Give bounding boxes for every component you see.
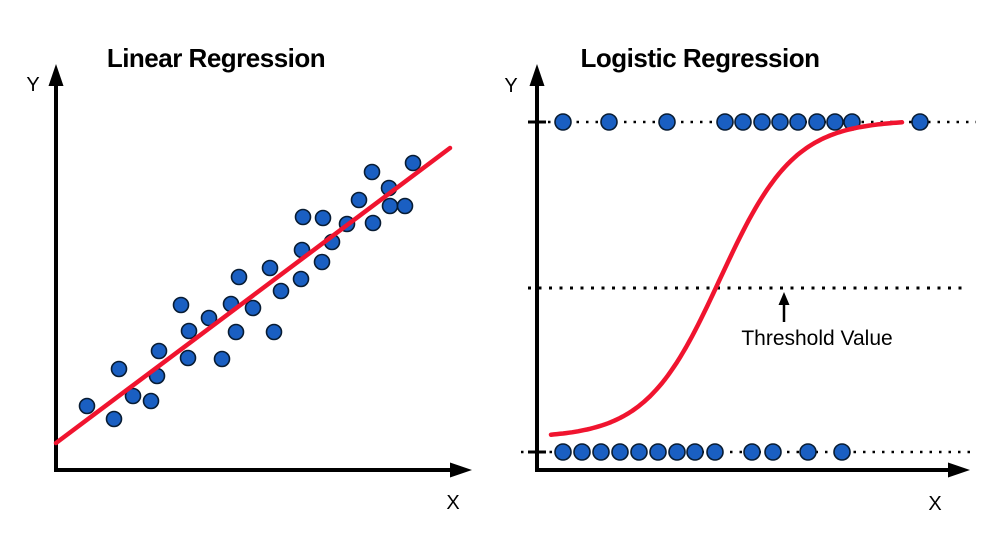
threshold-value-label: Threshold Value <box>741 327 892 350</box>
linear-plot-area <box>48 64 472 478</box>
linear-regression-panel: Linear Regression Y X <box>26 43 472 514</box>
linear-y-axis-label: Y <box>26 74 39 96</box>
logistic-y-axis-label: Y <box>504 75 517 97</box>
logistic-plot-area <box>521 64 976 478</box>
linear-x-axis-label: X <box>446 492 459 514</box>
logistic-regression-panel: Logistic Regression Y X Threshold Value <box>504 43 976 515</box>
logistic-chart-title: Logistic Regression <box>581 43 820 73</box>
logistic-x-axis-label: X <box>928 493 941 515</box>
linear-chart-title: Linear Regression <box>107 43 325 73</box>
